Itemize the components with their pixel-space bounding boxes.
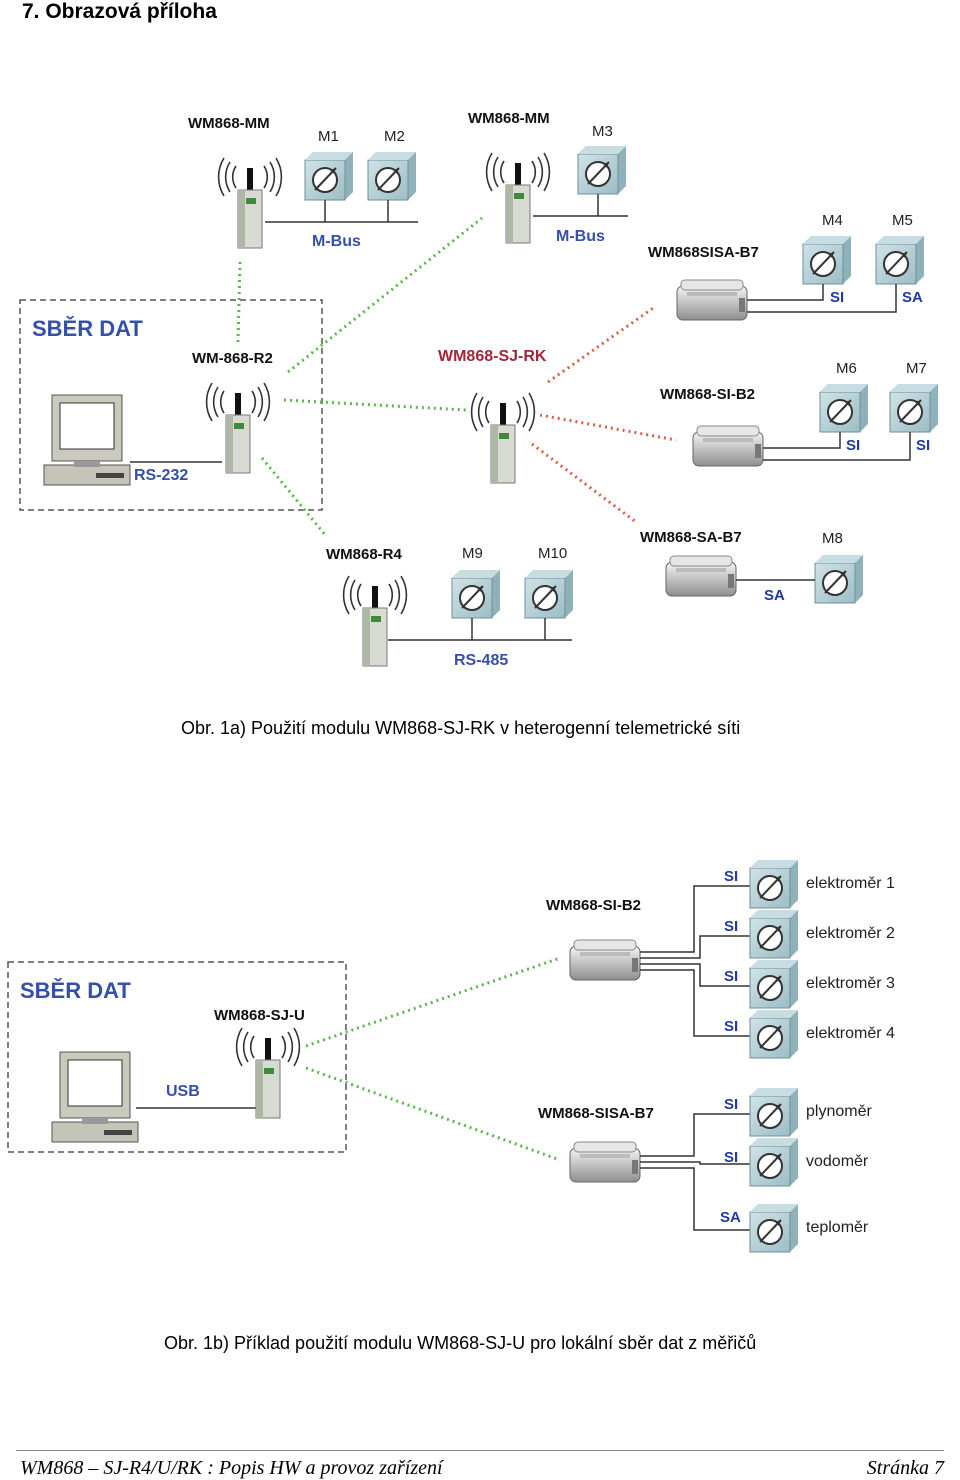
meter-b1-label: elektroměr 1 <box>806 875 895 892</box>
computer-b-icon <box>51 1051 139 1143</box>
footer-document-title: WM868 – SJ-R4/U/RK : Popis HW a provoz z… <box>20 1457 443 1479</box>
meter-b3-label: elektroměr 3 <box>806 975 895 992</box>
collection-group-box-b <box>7 961 347 1153</box>
meter-b6-label: vodoměr <box>806 1153 869 1170</box>
radio-r4-icon <box>342 575 408 667</box>
meter-m5-label: M5 <box>892 212 913 229</box>
meter-b5-label: plynoměr <box>806 1103 872 1120</box>
signal-m4-label: SI <box>830 289 844 306</box>
radio-r2-icon <box>205 382 271 474</box>
meter-b1-signal: SI <box>724 868 738 885</box>
page-footer: WM868 – SJ-R4/U/RK : Popis HW a provoz z… <box>16 1450 944 1479</box>
figure-a-caption: Obr. 1a) Použití modulu WM868-SJ-RK v he… <box>181 718 741 738</box>
device-sib2-b-icon <box>569 939 641 981</box>
node-sib2-label: WM868-SI-B2 <box>660 386 755 403</box>
computer-icon <box>43 394 131 486</box>
node-sab7-label: WM868-SA-B7 <box>640 529 742 546</box>
radio-mm1-icon <box>217 157 283 249</box>
meter-b7-signal: SA <box>720 1209 741 1226</box>
figure-a: SBĚR DAT RS-232 WM868-MM WM868-MM WM-868… <box>19 110 939 669</box>
meter-m4-label: M4 <box>822 212 843 229</box>
radio-mm2-icon <box>485 152 551 244</box>
signal-m5-label: SA <box>902 289 923 306</box>
meter-m6-label: M6 <box>836 360 857 377</box>
meter-m9-icon <box>451 569 501 619</box>
node-mm2-label: WM868-MM <box>468 110 550 127</box>
meter-b3-icon <box>749 959 799 1009</box>
meter-m5-icon <box>875 235 925 285</box>
node-sju-label: WM868-SJ-U <box>214 1007 305 1024</box>
meter-m8-icon <box>814 554 864 604</box>
figure-b-caption: Obr. 1b) Příklad použití modulu WM868-SJ… <box>164 1333 757 1353</box>
meter-m2-icon <box>367 151 417 201</box>
usb-label: USB <box>166 1083 200 1100</box>
signal-m7-label: SI <box>916 437 930 454</box>
meter-m6-icon <box>819 383 869 433</box>
meter-m9-label: M9 <box>462 545 483 562</box>
meter-m4-icon <box>802 235 852 285</box>
meter-b4-label: elektroměr 4 <box>806 1025 895 1042</box>
meter-m3-icon <box>577 145 627 195</box>
meter-b3-signal: SI <box>724 968 738 985</box>
rs232-label: RS-232 <box>134 467 188 484</box>
meter-b6-signal: SI <box>724 1149 738 1166</box>
meter-m1-label: M1 <box>318 128 339 145</box>
collection-group-box <box>19 299 323 511</box>
meter-m3-label: M3 <box>592 123 613 140</box>
device-sisa-icon <box>676 279 748 321</box>
collection-group-label: SBĚR DAT <box>32 316 143 341</box>
figure-b: SBĚR DAT USB WM868-SJ-U WM868-SI-B2 WM86… <box>7 859 895 1253</box>
meter-m7-icon <box>889 383 939 433</box>
meter-b4-signal: SI <box>724 1018 738 1035</box>
meter-b7-icon <box>749 1203 799 1253</box>
mbus2-label: M-Bus <box>556 228 605 245</box>
meter-b2-signal: SI <box>724 918 738 935</box>
section-heading: 7. Obrazová příloha <box>22 0 217 23</box>
meter-b5-icon <box>749 1087 799 1137</box>
radio-sju-icon <box>235 1027 301 1119</box>
node-sjrk-label: WM868-SJ-RK <box>438 348 547 365</box>
meter-b5-signal: SI <box>724 1096 738 1113</box>
node-sisa-b-label: WM868-SISA-B7 <box>538 1105 654 1122</box>
meter-list: SI SI SI SI SI SI SA elektroměr 1 elektr… <box>720 859 895 1253</box>
device-sab7-icon <box>665 555 737 597</box>
node-mm1-label: WM868-MM <box>188 115 270 132</box>
meter-m7-label: M7 <box>906 360 927 377</box>
meter-b7-label: teploměr <box>806 1219 869 1236</box>
meter-b4-icon <box>749 1009 799 1059</box>
device-sib2-icon <box>692 425 764 467</box>
collection-group-label-b: SBĚR DAT <box>20 978 131 1003</box>
meter-b2-label: elektroměr 2 <box>806 925 895 942</box>
node-r4-label: WM868-R4 <box>326 546 403 563</box>
node-sisa-label: WM868SISA-B7 <box>648 244 759 261</box>
meter-m10-icon <box>524 569 574 619</box>
rs485-label: RS-485 <box>454 652 508 669</box>
signal-m8-label: SA <box>764 587 785 604</box>
meter-m1-icon <box>304 151 354 201</box>
mbus1-label: M-Bus <box>312 233 361 250</box>
node-r2-label: WM-868-R2 <box>192 350 273 367</box>
meter-b1-icon <box>749 859 799 909</box>
meter-m2-label: M2 <box>384 128 405 145</box>
meter-b2-icon <box>749 909 799 959</box>
signal-m6-label: SI <box>846 437 860 454</box>
footer-page-number: Stránka 7 <box>866 1457 944 1479</box>
meter-m10-label: M10 <box>538 545 567 562</box>
node-sib2-b-label: WM868-SI-B2 <box>546 897 641 914</box>
radio-sjrk-icon <box>470 392 536 484</box>
meter-b6-icon <box>749 1137 799 1187</box>
device-sisa-b-icon <box>569 1141 641 1183</box>
meter-m8-label: M8 <box>822 530 843 547</box>
